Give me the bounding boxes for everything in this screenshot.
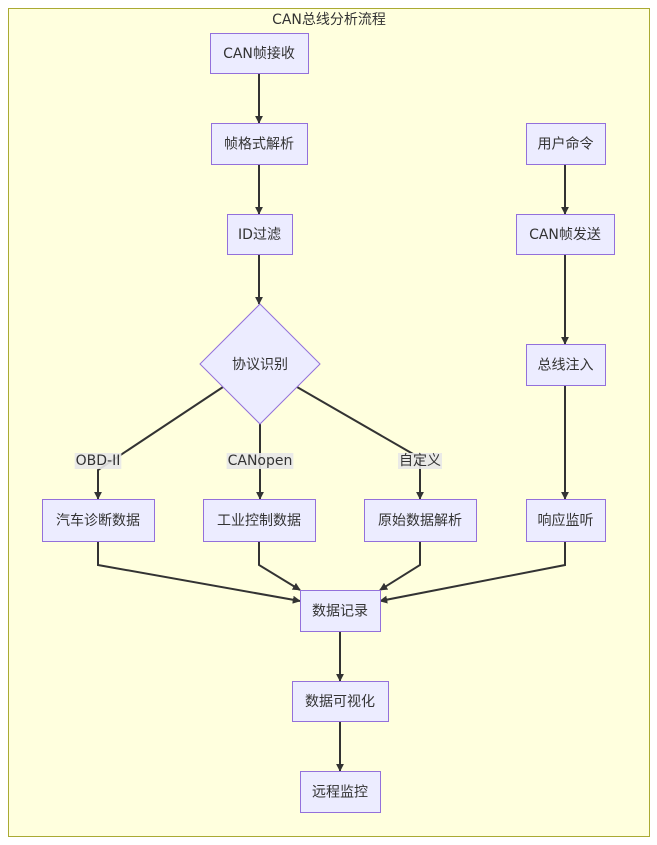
edge-label: 自定义 (398, 453, 442, 469)
decision-diamond (199, 303, 321, 425)
node-label: CAN帧发送 (529, 227, 601, 243)
edge-labels-layer: OBD-II CANopen 自定义 (74, 453, 442, 469)
node-label: 数据可视化 (305, 694, 375, 710)
node-user-cmd[interactable]: 用户命令 (526, 123, 606, 165)
node-label: 汽车诊断数据 (56, 512, 140, 529)
process-box (526, 499, 606, 542)
node-bus-inject[interactable]: 总线注入 (526, 344, 606, 386)
node-label: 总线注入 (538, 358, 594, 374)
node-data-log[interactable]: 数据记录 (300, 590, 381, 632)
process-box (292, 681, 389, 722)
process-box (516, 214, 615, 255)
node-label: 用户命令 (538, 136, 594, 153)
edge-industrial-data-to-data-log (258, 541, 301, 591)
edge-label: CANopen (226, 453, 294, 469)
edge-resp-monitor-to-data-log (379, 541, 566, 604)
process-box (526, 344, 606, 386)
node-label: 远程监控 (312, 785, 368, 801)
edge-label-background (398, 453, 442, 469)
node-protocol-detect[interactable]: 协议识别 (199, 303, 321, 425)
node-remote-monitor[interactable]: 远程监控 (300, 771, 381, 813)
process-box (42, 499, 155, 542)
cluster-title: CAN总线分析流程 (272, 12, 386, 28)
node-label: 原始数据解析 (378, 513, 462, 529)
process-box (526, 123, 606, 165)
node-label: 数据记录 (312, 604, 368, 620)
node-label: 帧格式解析 (224, 137, 294, 153)
edge-label-text: 自定义 (399, 453, 441, 469)
edge-label-background (74, 453, 122, 469)
node-label: 响应监听 (538, 512, 594, 529)
node-id-filter[interactable]: ID过滤 (227, 214, 293, 255)
node-can-send[interactable]: CAN帧发送 (516, 214, 615, 255)
edge-label-text: CANopen (228, 453, 293, 469)
process-box (203, 499, 316, 542)
node-label: 协议识别 (232, 357, 288, 373)
edge-protocol-detect-to-obd-data (94, 386, 224, 500)
process-box (300, 590, 381, 632)
node-obd-data[interactable]: 汽车诊断数据 (42, 499, 155, 542)
edge-label: OBD-II (74, 453, 122, 469)
edges-layer (94, 73, 569, 772)
process-box (227, 214, 293, 255)
node-label: CAN帧接收 (223, 45, 295, 62)
process-box (210, 33, 309, 74)
node-raw-parse[interactable]: 原始数据解析 (364, 499, 477, 542)
edge-raw-parse-to-data-log (379, 541, 421, 591)
process-box (364, 499, 477, 542)
edge-obd-data-to-data-log (97, 541, 301, 604)
node-can-receive[interactable]: CAN帧接收 (210, 33, 309, 74)
edge-label-background (226, 453, 294, 469)
node-industrial-data[interactable]: 工业控制数据 (203, 499, 316, 542)
node-label: 工业控制数据 (217, 513, 301, 529)
node-frame-parse[interactable]: 帧格式解析 (211, 123, 308, 165)
process-box (211, 123, 308, 165)
node-label: ID过滤 (238, 227, 281, 243)
edge-label-text: OBD-II (76, 453, 121, 469)
node-resp-monitor[interactable]: 响应监听 (526, 499, 606, 542)
node-data-viz[interactable]: 数据可视化 (292, 681, 389, 722)
process-box (300, 771, 381, 813)
